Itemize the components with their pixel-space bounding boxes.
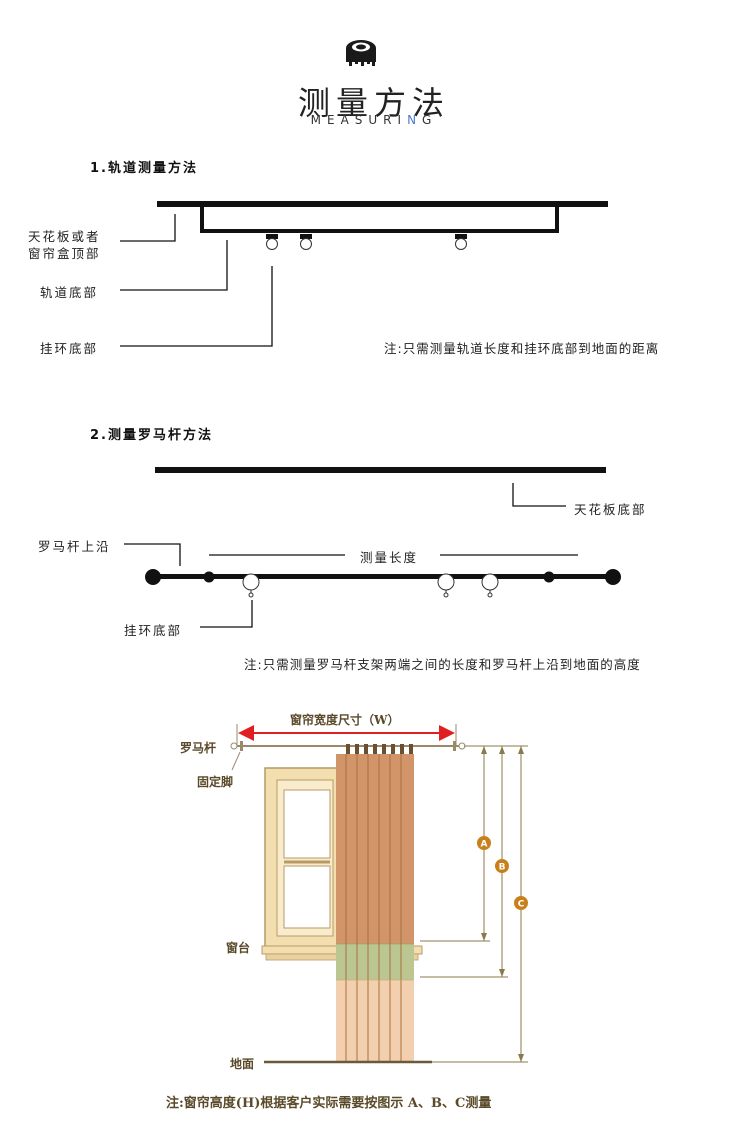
width-label: 窗帘宽度尺寸（W） xyxy=(290,713,400,727)
track-box xyxy=(200,207,559,233)
section2-title: 2.测量罗马杆方法 xyxy=(90,428,213,443)
marker-c-circle xyxy=(514,896,528,910)
label-rod: 罗马杆 xyxy=(180,741,217,755)
rod-ring xyxy=(437,573,455,598)
label-floor: 地面 xyxy=(230,1057,255,1071)
marker-b: B xyxy=(499,863,506,873)
rod-finial-right xyxy=(605,569,621,585)
rod-finial-left xyxy=(145,569,161,585)
leader-ring-bottom xyxy=(120,266,273,347)
subtitle-accent: N xyxy=(407,113,423,127)
curtain-panel xyxy=(336,754,414,1062)
roman-rod xyxy=(153,574,614,579)
track-diagram xyxy=(120,201,608,347)
rod-bracket-right-3 xyxy=(453,741,456,751)
label-track-bottom: 轨道底部 xyxy=(40,285,99,300)
subtitle-main: MEASURI xyxy=(310,113,408,127)
label-ceiling-line2: 窗帘盒顶部 xyxy=(28,246,101,261)
measuring-tape-icon xyxy=(346,40,376,66)
marker-a: A xyxy=(481,840,488,850)
label-measure-length: 测量长度 xyxy=(360,550,419,565)
rod-ring xyxy=(242,573,260,598)
rod-bracket-left xyxy=(203,571,215,583)
leader-bracket xyxy=(231,751,241,771)
ceiling-bar xyxy=(155,467,606,473)
track-hook xyxy=(455,234,467,250)
track-hook xyxy=(300,234,312,250)
ceiling-line xyxy=(157,201,608,207)
section1-note: 注:只需测量轨道长度和挂环底部到地面的距离 xyxy=(384,341,660,356)
rod-ring xyxy=(481,573,499,598)
label-bracket: 固定脚 xyxy=(197,775,234,789)
marker-b-circle xyxy=(495,859,509,873)
label-ring-bottom-2: 挂环底部 xyxy=(124,623,183,638)
leader-rod-ring-bottom xyxy=(200,600,253,628)
page-subtitle: MEASURING xyxy=(0,113,748,127)
leader-ceiling xyxy=(120,214,176,242)
section1-title: 1.轨道测量方法 xyxy=(90,161,198,176)
leader-rod-top xyxy=(124,543,181,566)
rod-diagram xyxy=(124,467,621,628)
label-ceiling-line1: 天花板或者 xyxy=(28,229,101,244)
rod-bracket-right xyxy=(543,571,555,583)
label-ring-bottom-1: 挂环底部 xyxy=(40,341,99,356)
label-sill: 窗台 xyxy=(226,941,251,955)
marker-c: C xyxy=(518,900,525,910)
subtitle-end: G xyxy=(422,113,438,127)
marker-a-circle xyxy=(477,836,491,850)
pleat-hooks xyxy=(346,744,413,754)
label-rod-top: 罗马杆上沿 xyxy=(38,539,111,554)
leader-ceiling-bottom xyxy=(512,483,566,507)
track-hook xyxy=(266,234,278,250)
leader-track-bottom xyxy=(120,240,228,291)
page-title: 测量方法 xyxy=(297,84,450,122)
section3-note: 注:窗帘高度(H)根据客户实际需要按图示 A、B、C测量 xyxy=(166,1096,492,1111)
section2-note: 注:只需测量罗马杆支架两端之间的长度和罗马杆上沿到地面的高度 xyxy=(244,657,641,672)
rod-bracket-left-3 xyxy=(240,741,243,751)
label-ceiling-bottom: 天花板底部 xyxy=(574,502,647,517)
